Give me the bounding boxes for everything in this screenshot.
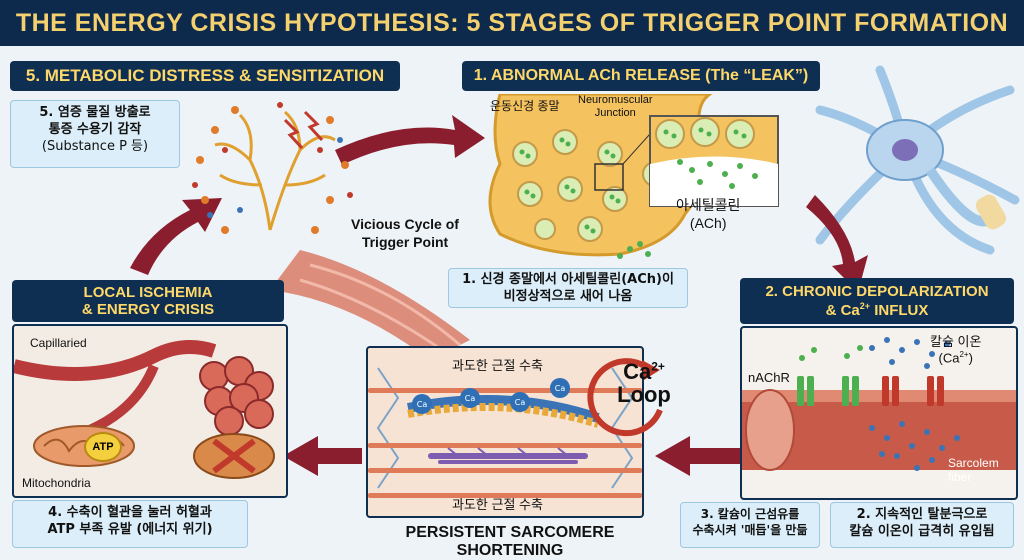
stage2-header-line2: & Ca2+ INFLUX xyxy=(826,301,929,319)
stage2-header-sup: 2+ xyxy=(859,300,871,311)
stage2-illustration xyxy=(742,337,1016,471)
stage3-label-top: 과도한 근절 수축 xyxy=(452,358,543,373)
label-nmj-line1: Neuromuscular xyxy=(578,94,653,106)
label-calcium-symbol: (Ca2+) xyxy=(930,350,981,367)
stage5-note-line2: 통증 수용기 감작 xyxy=(48,121,142,137)
stage1-note: 1. 신경 종말에서 아세틸콜린(ACh)이 비정상적으로 새어 나옴 xyxy=(448,268,688,308)
label-nmj-line2: Junction xyxy=(594,106,636,119)
cycle-arrows xyxy=(130,115,868,476)
label-calcium-sym: (Ca xyxy=(938,350,960,366)
label-sarcolemma: Sarcolem fiber xyxy=(948,456,999,485)
stage5-note-line3: (Substance P 등) xyxy=(41,138,149,154)
stage3-label-bottom: 과도한 근절 수축 xyxy=(452,497,543,512)
stage4-header: LOCAL ISCHEMIA & ENERGY CRISIS xyxy=(12,280,284,322)
label-calcium: 칼슘 이온 (Ca2+) xyxy=(930,334,981,367)
stage3-note: 3. 칼슘이 근섬유를 수축시켜 '매듭'을 만듦 xyxy=(680,502,820,548)
stage2-header-line1: 2. CHRONIC DEPOLARIZATION xyxy=(765,283,989,301)
calcium-ions: Ca Ca Ca Ca xyxy=(400,378,610,428)
cycle-center-label: Vicious Cycle of Trigger Point xyxy=(340,215,470,251)
calcium-ion: Ca xyxy=(510,392,530,412)
stage4-panel xyxy=(12,324,288,498)
label-ach-line1: 아세틸콜린 xyxy=(676,197,741,213)
label-terminal: 운동신경 종말 xyxy=(490,99,560,113)
nerve-burst xyxy=(192,102,353,234)
label-ach-line2: (ACh) xyxy=(689,215,727,232)
stage3-note-line2: 수축시켜 '매듭'을 만듦 xyxy=(692,522,808,537)
stage1-note-line2: 비정상적으로 새어 나옴 xyxy=(503,288,633,304)
capillary xyxy=(14,340,217,381)
stage2-header-ca: & Ca xyxy=(825,301,860,319)
stage2-header: 2. CHRONIC DEPOLARIZATION & Ca2+ INFLUX xyxy=(740,278,1014,324)
stage2-header-influx: INFLUX xyxy=(870,301,929,319)
label-ach: 아세틸콜린 (ACh) xyxy=(676,196,740,232)
label-calcium-sup: 2+ xyxy=(959,350,969,360)
calcium-ion: Ca xyxy=(460,388,480,408)
background-illustration xyxy=(130,65,1020,476)
stage4-note: 4. 수축이 혈관을 눌러 허혈과 ATP 부족 유발 (에너지 위기) xyxy=(12,500,248,548)
loop-ca: Ca xyxy=(623,359,652,384)
atp-badge: ATP xyxy=(84,432,122,462)
center-label-line1: Vicious Cycle of xyxy=(351,216,459,232)
calcium-loop-label: Ca2+ Loop xyxy=(612,360,676,406)
label-capillary: Capillaried xyxy=(30,336,87,350)
stage1-illustration xyxy=(488,94,779,259)
calcium-ion: Ca xyxy=(550,378,570,398)
stage5-note: 5. 염증 물질 방출로 통증 수용기 감작 (Substance P 등) xyxy=(10,100,180,168)
calcium-ion: Ca xyxy=(412,394,432,414)
neuron-illustration xyxy=(815,65,1020,255)
stage1-header: 1. ABNORMAL ACh RELEASE (The “LEAK”) xyxy=(462,61,820,91)
label-mitochondria: Mitochondria xyxy=(22,476,91,490)
stage5-header: 5. METABOLIC DISTRESS & SENSITIZATION xyxy=(10,61,400,91)
label-sarcolemma-line1: Sarcolem xyxy=(948,456,999,470)
center-label-line2: Trigger Point xyxy=(361,234,449,251)
loop-line2: Loop xyxy=(617,382,671,408)
fiber-bundle xyxy=(199,356,274,436)
stage4-header-line1: LOCAL ISCHEMIA xyxy=(83,283,213,301)
stage4-header-line2: & ENERGY CRISIS xyxy=(81,301,215,318)
stage2-note-line1: 2. 지속적인 탈분극으로 xyxy=(856,507,988,522)
label-calcium-end: ) xyxy=(968,350,973,366)
stage4-note-line2: ATP 부족 유발 (에너지 위기) xyxy=(47,521,213,537)
stage3-illustration xyxy=(368,367,642,498)
stage4-note-line1: 4. 수축이 혈관을 눌러 허혈과 xyxy=(48,505,212,520)
calcium-loop-arrow xyxy=(587,358,663,437)
stage2-note-line2: 칼슘 이온이 급격히 유입됨 xyxy=(849,523,995,539)
page-title: THE ENERGY CRISIS HYPOTHESIS: 5 STAGES O… xyxy=(0,0,1024,46)
loop-sup: 2+ xyxy=(651,359,665,374)
stage3-note-line1: 3. 칼슘이 근섬유를 xyxy=(700,507,800,521)
stage4-illustration xyxy=(14,340,275,479)
label-nachr: nAChR xyxy=(748,370,790,385)
stage2-panel xyxy=(740,326,1018,500)
stage2-note: 2. 지속적인 탈분극으로 칼슘 이온이 급격히 유입됨 xyxy=(830,502,1014,548)
stage3-header: PERSISTENT SARCOMERE SHORTENING xyxy=(405,524,615,559)
stage1-note-line1: 1. 신경 종말에서 아세틸콜린(ACh)이 xyxy=(462,272,674,287)
label-sarcolemma-line2: fiber xyxy=(948,470,972,485)
label-calcium-text: 칼슘 이온 xyxy=(930,334,982,349)
loop-line1: Ca2+ xyxy=(612,360,676,383)
stage5-note-line1: 5. 염증 물질 방출로 xyxy=(39,105,151,120)
label-nmj: Neuromuscular Junction xyxy=(578,94,653,119)
central-muscle xyxy=(270,250,470,360)
